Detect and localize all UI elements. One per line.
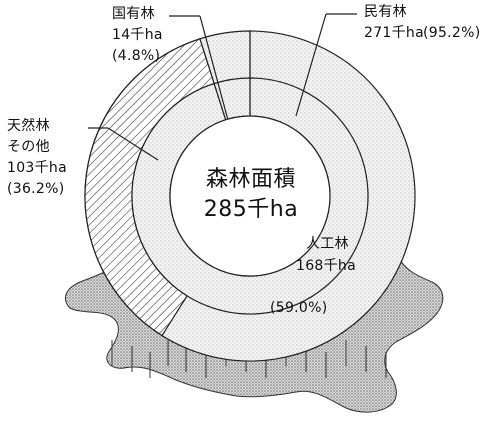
label-jinkorin: 人工林 bbox=[306, 234, 349, 255]
label-tennenrin-value: 103千ha bbox=[7, 160, 67, 176]
center-total: 285千ha bbox=[203, 197, 299, 222]
label-jinkorin-value: 168千ha bbox=[296, 258, 356, 274]
label-kokuyurin-name: 国有林 bbox=[112, 6, 155, 22]
label-jinkorin-percent-wrap: (59.0%) bbox=[270, 298, 328, 319]
label-minyurin-value: 271千ha bbox=[364, 25, 424, 41]
label-tennenrin: 天然林 その他 103千ha (36.2%) bbox=[7, 116, 67, 200]
label-tennenrin-name2: その他 bbox=[7, 139, 50, 155]
center-title: 森林面積 bbox=[205, 167, 296, 192]
label-minyurin-percent-wrap: (95.2%) bbox=[423, 23, 481, 44]
label-minyurin: 民有林 271千ha bbox=[364, 2, 424, 44]
leader-minyurin-2 bbox=[295, 13, 327, 117]
center-label: 森林面積 285千ha bbox=[176, 165, 326, 225]
label-jinkorin-percent: (59.0%) bbox=[270, 300, 328, 316]
label-tennenrin-name: 天然林 bbox=[7, 118, 50, 134]
label-kokuyurin: 国有林 14千ha (4.8%) bbox=[112, 4, 163, 67]
center-disk bbox=[169, 115, 331, 277]
label-minyurin-name: 民有林 bbox=[364, 4, 407, 20]
leader-tennenrin-2 bbox=[107, 127, 159, 161]
label-kokuyurin-value: 14千ha bbox=[112, 27, 163, 43]
label-kokuyurin-percent: (4.8%) bbox=[112, 48, 161, 64]
label-tennenrin-percent: (36.2%) bbox=[7, 181, 65, 197]
label-minyurin-percent: (95.2%) bbox=[423, 25, 481, 41]
label-jinkorin-value-wrap: 168千ha bbox=[296, 256, 356, 277]
label-jinkorin-name: 人工林 bbox=[306, 236, 349, 252]
label-minyurin-pct: 271千ha bbox=[364, 23, 424, 44]
